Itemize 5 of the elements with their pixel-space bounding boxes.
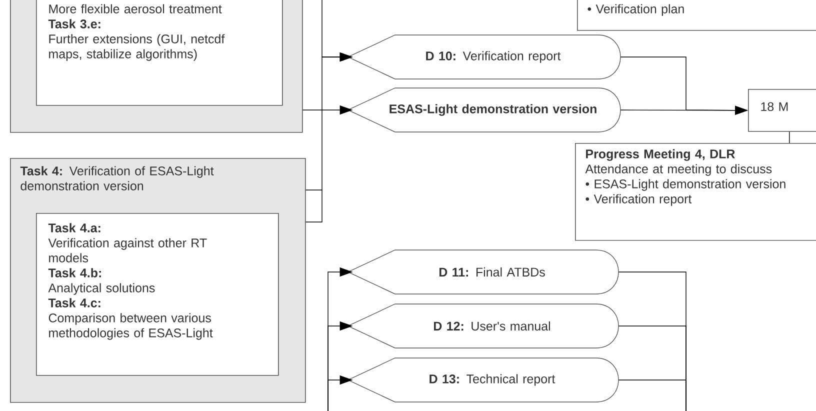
subtask-box: Task 4.a: Verification against other RT models Task 4.b: Analytical solutions Task 4.c: Comparison between various methodologies of ESAS-Light xyxy=(36,213,279,376)
milestone-box: 18 M xyxy=(748,89,816,132)
meeting-box: Progress Meeting 4, DLR Attendance at meeting to discuss • ESAS-Light demonstration version • Verification report xyxy=(575,142,816,241)
subtask-box: More flexible aerosol treatment Task 3.e: Further extensions (GUI, netcdf maps, stabilize algorithms) xyxy=(36,0,283,106)
milestone-box: • Verification plan xyxy=(577,0,816,31)
